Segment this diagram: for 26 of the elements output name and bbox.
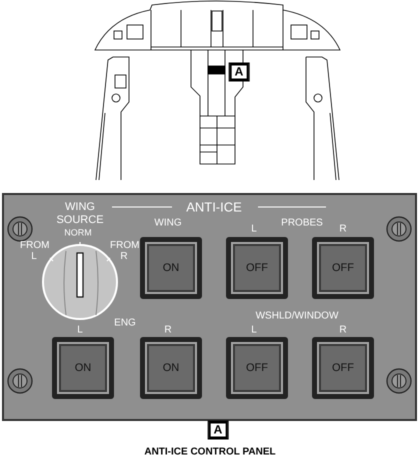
callout-letter: A xyxy=(208,422,228,438)
panel-label: WING SOURCE xyxy=(56,201,104,227)
push-button: ON xyxy=(52,337,114,399)
push-button: OFF xyxy=(312,337,374,399)
control-panel xyxy=(2,193,417,421)
callout-letter: A xyxy=(230,64,248,80)
caption: ANTI-ICE CONTROL PANEL xyxy=(144,446,276,458)
panel-label: R xyxy=(339,324,347,336)
panel-label: WSHLD/WINDOW xyxy=(256,310,338,322)
push-button: OFF xyxy=(226,337,288,399)
panel-label: ENG xyxy=(114,318,136,328)
panel-label: L xyxy=(251,324,257,336)
panel-label: R xyxy=(339,224,347,234)
panel-label: WING xyxy=(154,218,182,228)
panel-label: PROBES xyxy=(281,218,323,228)
push-button: OFF xyxy=(312,237,374,299)
panel-label: FROM L xyxy=(20,240,48,262)
push-button: ON xyxy=(140,337,202,399)
panel-title: ANTI-ICE xyxy=(186,200,242,214)
push-button: OFF xyxy=(226,237,288,299)
push-button: ON xyxy=(140,237,202,299)
panel-label: L xyxy=(251,224,257,234)
panel-label: NORM xyxy=(64,228,92,238)
panel-label: R xyxy=(164,324,172,336)
panel-label: L xyxy=(77,324,83,336)
panel-label: FROM R xyxy=(110,240,138,262)
